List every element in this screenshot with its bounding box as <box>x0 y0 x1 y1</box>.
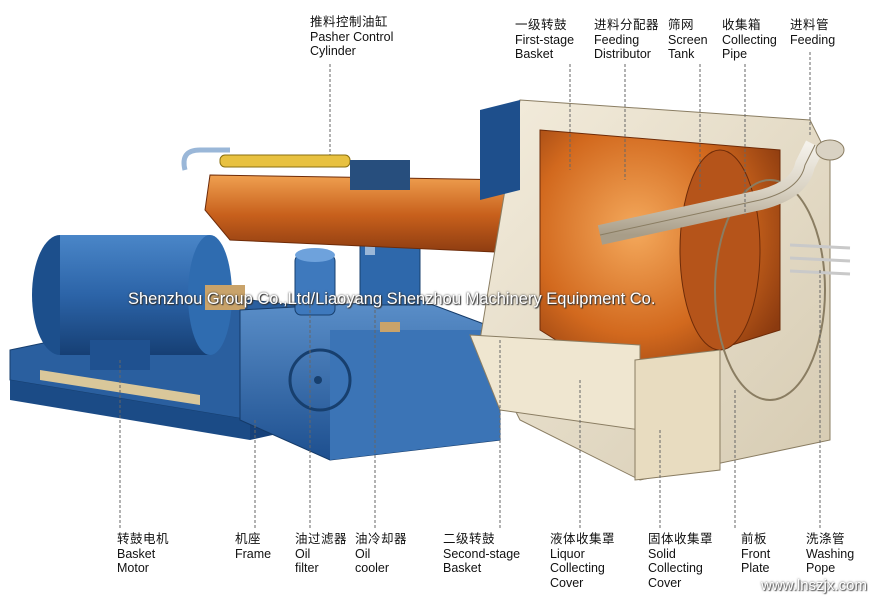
label-basket-motor-en1: Basket <box>117 546 156 561</box>
label-oil-filter-en2: filter <box>295 561 319 575</box>
label-oil-cooler: 油冷却器 Oil cooler <box>355 532 407 576</box>
label-solid-cover-en3: Cover <box>648 575 682 590</box>
label-front-plate-en2: Plate <box>741 561 770 575</box>
label-frame-en1: Frame <box>235 546 272 561</box>
label-solid-cover-zh: 固体收集罩 <box>648 532 714 546</box>
label-solid-cover-en1: Solid <box>648 546 676 561</box>
label-pusher-cylinder-en1: Pasher Control <box>310 29 394 44</box>
pusher-cylinder <box>181 147 561 256</box>
label-pusher-cylinder-zh: 推料控制油缸 <box>310 15 389 29</box>
label-liquor-cover-zh: 液体收集罩 <box>550 532 616 546</box>
label-feeding-pipe-en1: Feeding <box>790 32 836 47</box>
label-feeding-distributor-en1: Feeding <box>594 32 640 47</box>
label-feeding-pipe: 进料管 Feeding <box>790 18 835 47</box>
label-screen-tank-zh: 筛网 <box>668 18 695 32</box>
label-first-basket-en1: First-stage <box>515 32 575 47</box>
feeding-pipe <box>597 139 845 245</box>
company-watermark: Shenzhou Group Co.,Ltd/Liaoyang Shenzhou… <box>128 290 656 308</box>
frame-cabinet <box>239 299 501 461</box>
label-second-basket: 二级转鼓 Second-stage Basket <box>443 532 520 576</box>
label-washing-pope: 洗涤管 Washing Pope <box>806 532 854 576</box>
label-washing-pope-zh: 洗涤管 <box>806 532 846 546</box>
label-solid-cover-en2: Collecting <box>648 561 703 575</box>
label-first-basket: 一级转鼓 First-stage Basket <box>515 18 574 62</box>
label-washing-pope-en2: Pope <box>806 561 836 575</box>
label-liquor-cover-en3: Cover <box>550 575 584 590</box>
label-feeding-pipe-zh: 进料管 <box>790 18 830 32</box>
label-basket-motor: 转鼓电机 Basket Motor <box>117 532 169 576</box>
label-collecting-pipe-zh: 收集箱 <box>722 18 762 32</box>
oil-system <box>294 235 421 332</box>
label-oil-filter-zh: 油过滤器 <box>295 532 348 546</box>
label-front-plate: 前板 Front Plate <box>741 532 770 576</box>
label-first-basket-zh: 一级转鼓 <box>515 18 568 32</box>
label-screen-tank: 筛网 Screen Tank <box>668 18 708 62</box>
basket-motor-body <box>32 235 245 370</box>
label-front-plate-zh: 前板 <box>741 532 768 546</box>
label-basket-motor-zh: 转鼓电机 <box>117 532 170 546</box>
label-second-basket-en1: Second-stage <box>443 546 521 561</box>
label-liquor-cover-en2: Collecting <box>550 561 605 575</box>
label-collecting-pipe-en2: Pipe <box>722 47 748 61</box>
label-first-basket-en2: Basket <box>515 47 554 61</box>
label-oil-filter-en1: Oil <box>295 546 311 561</box>
label-oil-filter: 油过滤器 Oil filter <box>295 532 347 576</box>
label-feeding-distributor-zh: 进料分配器 <box>594 18 660 32</box>
label-second-basket-zh: 二级转鼓 <box>443 532 496 546</box>
label-frame-zh: 机座 <box>235 532 262 546</box>
label-screen-tank-en1: Screen <box>668 32 708 47</box>
label-basket-motor-en2: Motor <box>117 561 149 575</box>
label-liquor-cover: 液体收集罩 Liquor Collecting Cover <box>550 532 615 590</box>
label-collecting-pipe-en1: Collecting <box>722 32 777 47</box>
label-liquor-cover-en1: Liquor <box>550 546 585 561</box>
leader-lines <box>119 52 821 530</box>
label-pusher-cylinder: 推料控制油缸 Pasher Control Cylinder <box>310 15 393 59</box>
label-pusher-cylinder-en2: Cylinder <box>310 44 356 58</box>
website-watermark: www.lnszjx.com <box>761 577 867 594</box>
label-oil-cooler-en1: Oil <box>355 546 371 561</box>
label-solid-cover: 固体收集罩 Solid Collecting Cover <box>648 532 713 590</box>
label-oil-cooler-zh: 油冷却器 <box>355 532 408 546</box>
label-collecting-pipe: 收集箱 Collecting Pipe <box>722 18 777 62</box>
label-feeding-distributor-en2: Distributor <box>594 47 651 61</box>
label-front-plate-en1: Front <box>741 546 771 561</box>
label-second-basket-en2: Basket <box>443 561 482 575</box>
label-screen-tank-en2: Tank <box>668 47 695 61</box>
label-feeding-distributor: 进料分配器 Feeding Distributor <box>594 18 659 62</box>
label-washing-pope-en1: Washing <box>806 546 855 561</box>
label-oil-cooler-en2: cooler <box>355 561 390 575</box>
label-frame: 机座 Frame <box>235 532 271 561</box>
